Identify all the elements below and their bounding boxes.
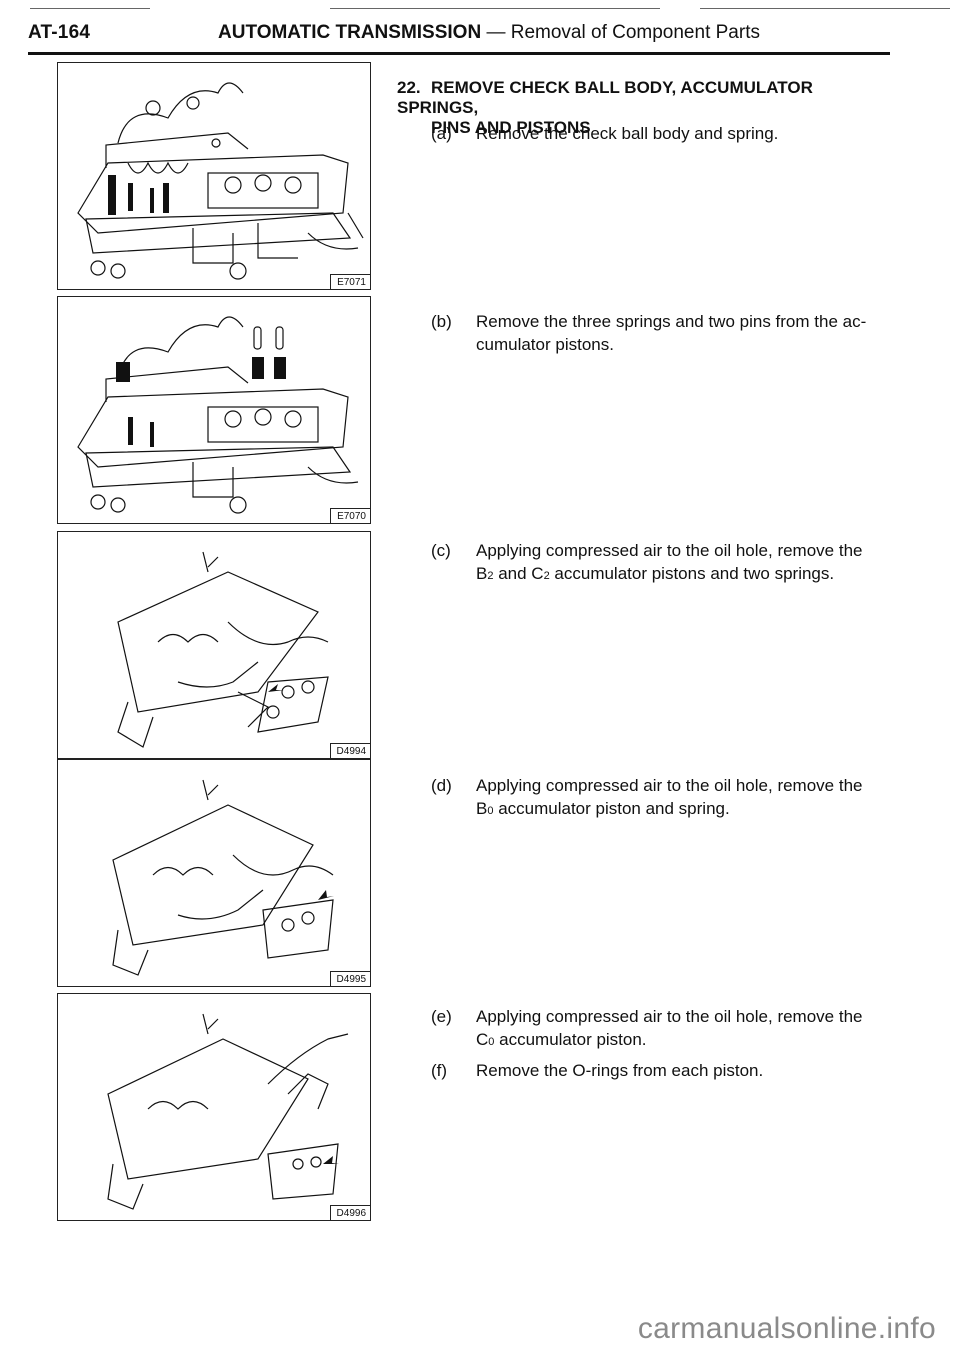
figure-air-piston-1: D4994 [57,531,371,759]
figure-code: D4995 [329,971,370,986]
page-code: AT-164 [28,22,91,43]
section-subtitle: — Removal of Component Parts [486,22,760,43]
instruction-a: (a) Remove the check ball body and sprin… [431,122,891,145]
scan-artifact-line [330,8,660,9]
arrow-icon [268,684,284,692]
figure-valve-body-1: E7071 [57,62,371,290]
figure-code: E7070 [330,508,370,523]
instruction-c: (c) Applying compressed air to the oil h… [431,539,891,588]
step-heading: 22.REMOVE CHECK BALL BODY, ACCUMULATOR S… [397,78,897,138]
instruction-e: (e) Applying compressed air to the oil h… [431,1005,891,1054]
item-line: B0 accumulator piston and spring. [476,799,730,818]
transmission-case-illustration [77,82,364,280]
item-line: C0 accumulator piston. [476,1030,647,1049]
watermark: carmanualsonline.info [637,1312,936,1345]
figure-air-piston-3: D4996 [57,993,371,1221]
item-line: Applying compressed air to the oil hole,… [476,1007,863,1026]
item-label: (a) [431,124,452,143]
compressed-air-illustration [112,779,334,976]
item-line: B2 and C2 accumulator pistons and two sp… [476,564,835,583]
arrow-icon [323,1156,339,1164]
figure-code: E7071 [330,274,370,289]
item-line: Remove the O-rings from each piston. [476,1061,764,1080]
step-title-line2: PINS AND PISTONS [431,118,591,137]
accumulator-springs-illustration [77,316,359,514]
item-line: Remove the check ball body and spring. [476,124,779,143]
item-line: Applying compressed air to the oil hole,… [476,776,863,795]
header-rule [28,52,890,55]
item-label: (e) [431,1007,452,1026]
item-label: (c) [431,541,451,560]
figure-air-piston-2: D4995 [57,759,371,987]
instruction-b: (b) Remove the three springs and two pin… [431,310,891,356]
item-line: Remove the three springs and two pins fr… [476,312,867,331]
instruction-f: (f) Remove the O-rings from each piston. [431,1059,891,1082]
compressed-air-illustration [117,551,329,748]
scan-artifact-line [700,8,950,9]
instruction-d: (d) Applying compressed air to the oil h… [431,774,891,823]
scan-artifact-line [30,8,150,9]
compressed-air-illustration [107,1013,349,1210]
section-name: AUTOMATIC TRANSMISSION [218,22,482,43]
item-label: (f) [431,1061,448,1080]
arrow-icon [318,890,334,900]
figure-code: D4996 [329,1205,370,1220]
page-title: AUTOMATIC TRANSMISSION — Removal of Comp… [218,22,760,44]
item-label: (d) [431,776,452,795]
figure-valve-body-2: E7070 [57,296,371,524]
step-number: 22. [397,78,421,97]
item-line: cumulator pistons. [476,335,614,354]
item-line: Applying compressed air to the oil hole,… [476,541,863,560]
figure-code: D4994 [329,743,370,758]
step-title-line1: REMOVE CHECK BALL BODY, ACCUMULATOR SPRI… [397,78,813,117]
item-label: (b) [431,312,452,331]
